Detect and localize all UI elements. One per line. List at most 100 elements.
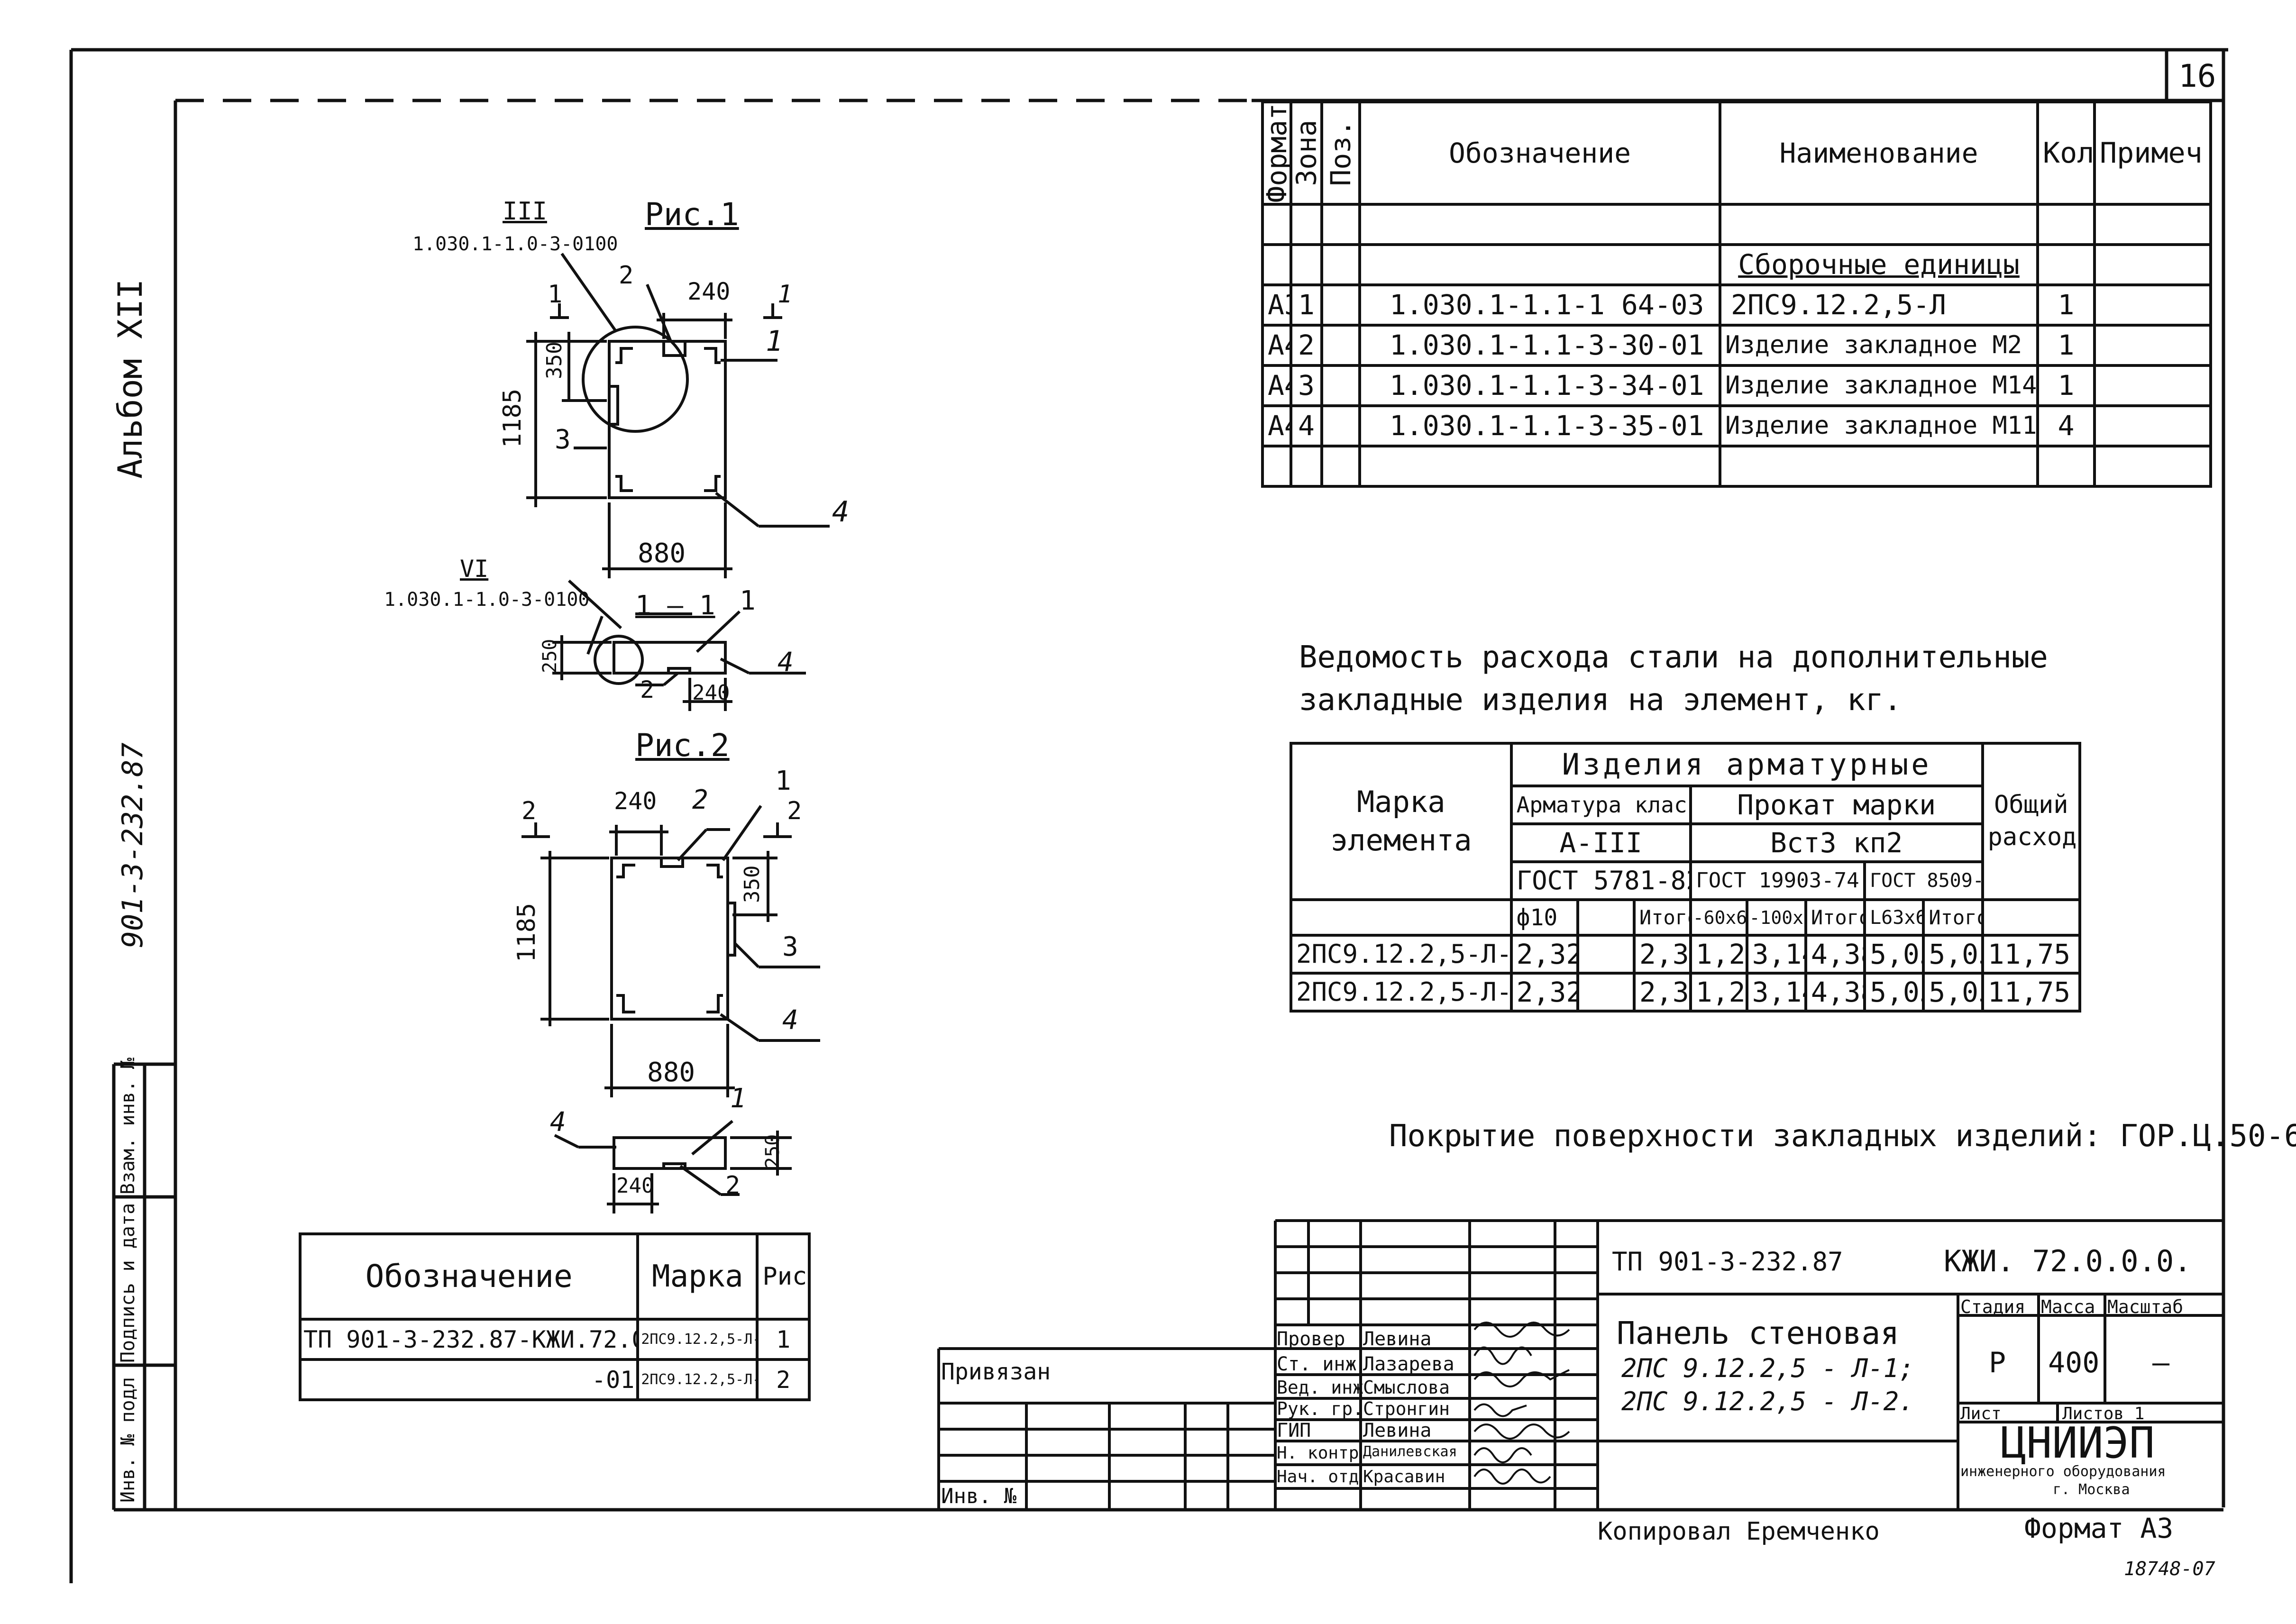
tb-role-name: Красавин [1363,1467,1445,1487]
tb-mass-h: Масса [2041,1296,2095,1317]
fig1-callout-1: 1 [766,325,783,358]
marks-table: Обозначение Марка Рис. ТП 901-3-232.87-К… [298,1232,811,1401]
fig2-dim-880: 880 [647,1057,695,1088]
table-row: 2ПС9.12.2,5-Л-2 2,32 2,321,24 3,144,38 5… [1290,972,2082,1013]
fig1-sec-node-ref: 1.030.1-1.0-3-0100 [384,589,590,611]
tb-role-name: Данилевская [1363,1443,1457,1460]
tb-role: Ст. инж [1277,1353,1357,1375]
fig1-sec-dim-250: 250 [539,639,561,673]
tb-org: ЦНИИЭП [2001,1418,2155,1468]
corner-number: 18748-07 [2124,1558,2215,1580]
tb-name-2: 2ПС 9.12.2,5 - Л-1; [1621,1353,1914,1383]
fig1-cut-left: 1 [548,280,563,309]
tb-org-city: г. Москва [2053,1481,2130,1498]
format-label: Формат А3 [2024,1512,2174,1544]
fig1-callout-2: 2 [619,261,634,290]
fig2-callout-2: 2 [692,785,708,815]
tb-code: КЖИ. 72.0.0.0. [1944,1244,2192,1278]
fig1-dim-350: 350 [542,341,567,379]
col-name: Наименование [1719,100,2039,206]
col-format: Формат [1262,102,1291,204]
tb-role-name: Левина [1363,1420,1432,1442]
album-label: Альбом XII [111,279,150,479]
tb-sheets: Листов 1 [2062,1404,2145,1423]
tb-name-1: Панель стеновая [1617,1315,1900,1351]
tb-role-name: Стронгин [1363,1398,1450,1419]
tb-project: ТП 901-3-232.87 [1612,1247,1843,1277]
table-row: ТП 901-3-232.87-КЖИ.72.0.0.0 2ПС9.12.2,5… [298,1318,811,1361]
fig1-cut-right: 1 [778,280,793,309]
col-zone: Зона [1291,102,1322,204]
fig1-sec-dim-240: 240 [692,681,730,705]
steel-col-items: Изделия арматурные [1509,742,1984,787]
copied-by: Копировал Еремченко [1598,1517,1880,1546]
tb-role: Провер [1277,1328,1345,1350]
tb-role: Н. контр [1277,1443,1359,1463]
fig2-sec-callout-1: 1 [730,1083,746,1114]
col-pos: Поз. [1322,102,1360,204]
binding-label: Привязан [941,1359,1051,1385]
tb-role: ГИП [1277,1420,1311,1442]
col-note: Примеч. [2093,100,2212,206]
fig2-sec-dim-240: 240 [616,1174,654,1198]
fig2-cut-left: 2 [521,797,537,825]
tb-mass: 400 [2048,1346,2100,1379]
fig2-sec-callout-2: 2 [725,1171,741,1200]
tb-stage-h: Стадия [1960,1296,2026,1317]
spec-table: Формат Зона Поз. Обозначение Наименовани… [1261,100,2212,488]
steel-col-mark: Марка элемента [1290,742,1513,901]
fig1-callout-3: 3 [555,424,571,455]
fig2-dim-1185: 1185 [512,903,541,962]
tb-role: Рук. гр. [1277,1398,1364,1419]
fig2-sec-callout-4: 4 [550,1107,566,1138]
table-row: -01 2ПС9.12.2,5-Л-2 2 [298,1358,811,1401]
tb-scale: – [2152,1346,2170,1379]
fig2-callout-1: 1 [775,766,791,796]
col-designation: Обозначение [1358,100,1721,206]
section-title: 1 – 1 [635,590,715,621]
fig2-callout-3: 3 [782,931,798,962]
fig2-title: Рис.2 [635,727,730,764]
fig1-node-label: III [503,197,547,226]
tb-org-sub: инженерного оборудования [1960,1463,2166,1480]
col-qty: Кол. [2036,100,2096,206]
project-code-side: 901-3-232.87 [116,742,149,948]
fig1-dim-1185: 1185 [498,388,527,448]
tb-name-3: 2ПС 9.12.2,5 - Л-2. [1621,1387,1914,1416]
signatures [1473,1322,1570,1485]
steel-title-1: Ведомость расхода стали на дополнительны… [1299,640,2048,675]
tb-role-name: Лазарева [1363,1353,1454,1375]
tb-sheet: Лист [1960,1404,2002,1423]
fig2-dim-350: 350 [740,865,764,903]
fig1-sec-callout-4: 4 [778,647,794,678]
steel-title-2: закладные изделия на элемент, кг. [1299,683,1902,718]
fig1-dim-240: 240 [687,278,731,305]
tb-role-name: Смыслова [1363,1377,1450,1398]
inv-number-label: Инв. № [941,1484,1016,1508]
fig2-callout-4: 4 [782,1005,798,1036]
fig2-cut-right: 2 [787,797,802,825]
table-row: 2ПС9.12.2,5-Л-1 2,32 2,321,24 3,144,38 5… [1290,934,2082,975]
stamp-signature-date: Подпись и дата [117,1203,139,1363]
steel-col-total: Общий расход [1981,742,2082,901]
tb-role-name: Левина [1363,1328,1432,1350]
fig2-sec-dim-250: 250 [762,1134,784,1168]
fig1-dim-880: 880 [638,538,686,569]
fig1-sec-callout-2: 2 [640,676,655,703]
tb-scale-h: Масштаб [2107,1296,2184,1317]
coating-note: Покрытие поверхности закладных изделий: … [1389,1119,2296,1154]
sheet-number: 16 [2178,58,2216,94]
stamp-inv-podl: Инв. № подл [117,1377,139,1503]
stamp-vzam-inv: Взам. инв. № [117,1058,139,1195]
fig1-node-ref: 1.030.1-1.0-3-0100 [412,233,618,255]
fig1-sec-callout-1: 1 [740,585,756,616]
fig1-callout-4: 4 [832,495,850,529]
section-assembly-units: Сборочные единицы [1719,243,2039,286]
fig2-dim-240: 240 [614,787,657,815]
steel-table: Марка элемента Изделия арматурные Общий … [1290,742,2082,1013]
